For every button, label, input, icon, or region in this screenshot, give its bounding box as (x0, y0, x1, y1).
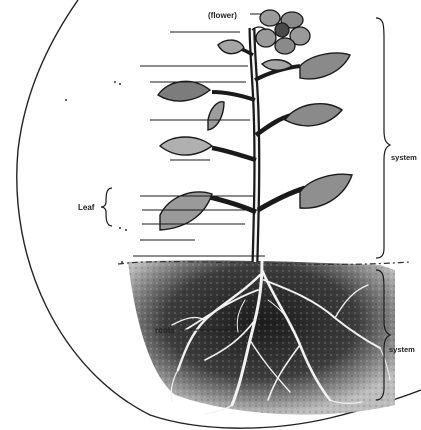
stray-marks (65, 81, 127, 263)
leaf-mid-right (285, 104, 342, 126)
shoot-system-label: system (391, 153, 417, 162)
flower (252, 10, 310, 54)
leaf-upper-left (158, 81, 210, 101)
flower-label: (flower) (208, 11, 237, 20)
stem (205, 28, 305, 262)
roots-label: roots (155, 326, 176, 335)
root-system-label: system (389, 345, 415, 354)
leaf-top-right (262, 60, 292, 71)
shoot-system-brace (376, 18, 390, 258)
leaf-lower-right (300, 174, 352, 208)
leaf-brace (101, 188, 112, 226)
leaf-upper-right (300, 53, 350, 79)
leaf-top-left (218, 40, 244, 54)
leaf-mid-left (160, 137, 212, 155)
leaf-small-mid (208, 102, 224, 130)
leaf-label: Leaf (78, 203, 95, 212)
